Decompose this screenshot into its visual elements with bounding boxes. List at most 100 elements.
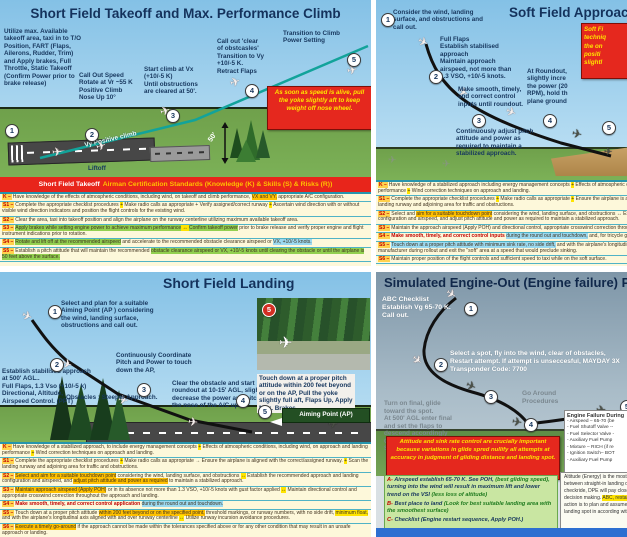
page-title: Simulated Engine-Out (Engine failure) Pr… (384, 275, 627, 290)
acs-row-label: S5 – (2, 509, 15, 516)
acs-row-label: S4 – (2, 501, 15, 508)
text-line: and set the flaps to (384, 422, 443, 430)
text-line: Directional, Altitude, (2, 390, 63, 398)
text-line: Transition to Climb (283, 30, 341, 37)
acs-row-label: S4 – (2, 239, 15, 246)
panel-short-field-landing: Short Field Landing ✈ ✈ ✈ ✈ ✈ ✈ 5 Select… (0, 272, 371, 537)
text-segment: C- (387, 517, 393, 524)
text-segment: + (31, 449, 35, 456)
text-line: (+10/-5 K) (144, 73, 173, 81)
acs-row-label: S6 – (2, 523, 15, 530)
text-line: Continuously Coordinate (116, 352, 192, 359)
box-row: Altitude (Energy) is the most i (562, 474, 627, 481)
text-segment: + (269, 202, 272, 209)
acs-banner-title: Short Field Takeoff (38, 181, 100, 188)
text-line: plane ground (527, 97, 567, 105)
acs-row: S6 –Maintain proper position of the flig… (376, 255, 627, 265)
acs-row: K –Have knowledge of a stabilized approa… (376, 182, 627, 197)
text-line: Rotate at Vr ~55 K (79, 79, 133, 87)
step-circle-5-photo: 5 (262, 303, 276, 317)
acs-row: S1 –Complete the appropriate checklist p… (0, 202, 371, 217)
text-line: positi (584, 51, 601, 59)
abc-summary-box: A- Airspeed establish 65-70 K. See POH, … (384, 475, 558, 532)
text-segment: or in its absence not more than 1.3 VSO,… (106, 486, 282, 493)
text-segment: Complete the appropriate checklist proce… (391, 196, 497, 203)
text-segment: during the round out and touchdown. (141, 501, 224, 508)
text-line: Select and plan for a suitable (61, 300, 149, 307)
text-segment: ABC, restart (602, 495, 627, 501)
step-circle-3: 3 (166, 109, 180, 123)
text-line: Make smooth, timely, (458, 86, 522, 93)
text-segment: VX, +10/-5 knots. (273, 239, 312, 246)
text-segment: Select and (391, 210, 417, 217)
acs-row: S2 –Select and aim for a suitable touchd… (376, 210, 627, 225)
text-segment: + (344, 458, 348, 465)
step-circle-1: 1 (381, 13, 395, 27)
airplane-icon: ✈ (510, 414, 524, 430)
text-line: or on the AP, Pull the yoke (259, 389, 338, 397)
text-line: Establish stabilised approach (2, 368, 91, 375)
horizon-line (0, 107, 371, 109)
engine-out-path (422, 296, 605, 426)
step3-note: Start climb at Vx(+10/-5 K)Until obstruc… (144, 66, 198, 96)
text-line: at 500' AGL.. (2, 375, 40, 383)
text-segment: landing spot in according with (564, 509, 627, 515)
bottom-blue-strip (376, 528, 627, 537)
text-segment: Ensure the airplane is aligned with the … (575, 196, 627, 203)
select-spot-note: Select a spot, fly into the wind, clear … (450, 350, 620, 373)
step-circle-4: 4 (543, 114, 557, 128)
liftoff-label: Liftoff (88, 165, 106, 172)
text-line: RPM), hold th (527, 90, 568, 98)
acs-list: K –Have knowledge of the effects of atmo… (0, 192, 371, 266)
text-segment: Execute a timely go-around (15, 523, 77, 530)
text-line: roundout at 10-15' AGL, slightly (172, 387, 267, 395)
text-line: Clear the obstacle and start (172, 380, 255, 387)
box-row: A- Airspeed establish 65-70 K. See POH, … (385, 476, 557, 500)
airplane-icon: ✈ (604, 147, 613, 158)
text-segment: Scan the landing runway and adjoining ar… (2, 458, 369, 471)
box-row: C- Checklist (Engine restart sequence, A… (385, 516, 557, 525)
text-segment: and accelerate to the recommended obstac… (120, 239, 274, 246)
text-line: techniq (584, 34, 607, 42)
airplane-icon: ✈ (279, 335, 293, 352)
acs-row-label: S6 – (378, 255, 391, 262)
text-line: of obstcasles' (217, 45, 259, 53)
acs-row: S3 –Apply brakes while setting engine po… (0, 225, 371, 240)
text-segment: + (571, 196, 575, 203)
text-segment: Have knowledge of the effects of atmosph… (12, 194, 252, 200)
text-segment: Make radio calls as appropriate (499, 196, 572, 203)
page-title: Short Field Takeoff and Max. Performance… (30, 6, 341, 21)
text-line: Call Out Speed (79, 72, 124, 79)
text-segment: action is to plan and assume a (564, 502, 627, 508)
text-line: and correct control (458, 93, 516, 101)
acs-row: S1 –Complete the appropriate checklist p… (376, 196, 627, 211)
text-segment: Establish a pitch attitude that will mai… (15, 247, 151, 254)
text-line: - Airspeed – 65-70 (be (567, 419, 615, 424)
acs-row-label: K – (378, 182, 388, 188)
acs-list: K –Have knowledge of a stabilized approa… (376, 180, 627, 266)
text-segment: (best gliding speed), (495, 477, 550, 483)
step-circle-1: 1 (48, 305, 62, 319)
text-segment: adjust pitch attitude and power as requi… (73, 478, 168, 485)
text-line: Max. Brakes. (259, 404, 298, 412)
step-circle-2: 2 (434, 358, 448, 372)
page-title: Short Field Landing (163, 275, 295, 291)
text-segment: Scan the landing runway and adjoining ar… (378, 202, 515, 209)
box-row: B- Best place to land (Look for best sui… (385, 500, 557, 517)
text-segment: ↔ (179, 515, 185, 522)
text-line: descend accordingly (384, 430, 448, 438)
text-segment: Effects of atmospheric conditions, inclu… (2, 444, 368, 456)
engine-failure-items: - Airspeed – 65-70 (be- Fuel Shutoff Val… (567, 419, 627, 464)
text-segment: + (571, 182, 575, 188)
text-segment: Rotate and lift off at the recommended a… (15, 239, 121, 246)
text-line: Touch down at a proper pitch (259, 375, 347, 382)
text-segment: B- (387, 500, 393, 507)
